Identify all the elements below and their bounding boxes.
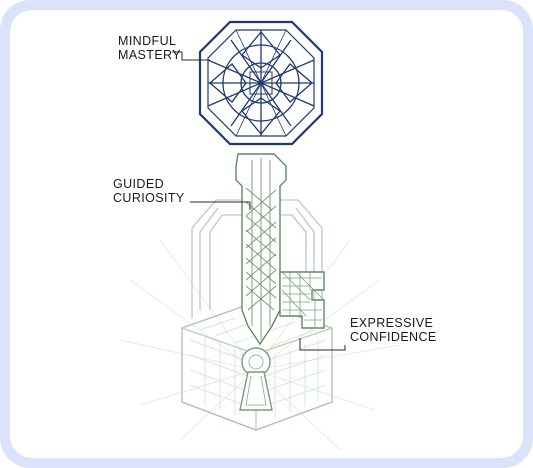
key-lock-illustration	[119, 20, 401, 451]
label-mindful-mastery-line2: MASTERY	[118, 48, 181, 62]
label-guided-curiosity-line2: CURIOSITY	[113, 191, 185, 205]
key-bit-pattern	[281, 271, 325, 328]
label-mindful-mastery: MINDFUL MASTERY	[118, 34, 181, 62]
lock-pattern	[189, 315, 327, 418]
label-expressive-confidence: EXPRESSIVE CONFIDENCE	[350, 316, 437, 344]
illustration-card: MINDFUL MASTERY GUIDED CURIOSITY EXPRESS…	[10, 10, 523, 458]
label-mindful-mastery-line1: MINDFUL	[118, 34, 177, 48]
label-expressive-confidence-line2: CONFIDENCE	[350, 330, 437, 344]
label-expressive-confidence-line1: EXPRESSIVE	[350, 316, 434, 330]
key-head-ornament	[207, 29, 315, 137]
label-guided-curiosity: GUIDED CURIOSITY	[113, 177, 185, 205]
keyhole-icon	[239, 347, 273, 411]
leader-lines	[172, 51, 346, 351]
key-shaft-pattern	[245, 158, 277, 340]
label-guided-curiosity-line1: GUIDED	[113, 177, 165, 191]
